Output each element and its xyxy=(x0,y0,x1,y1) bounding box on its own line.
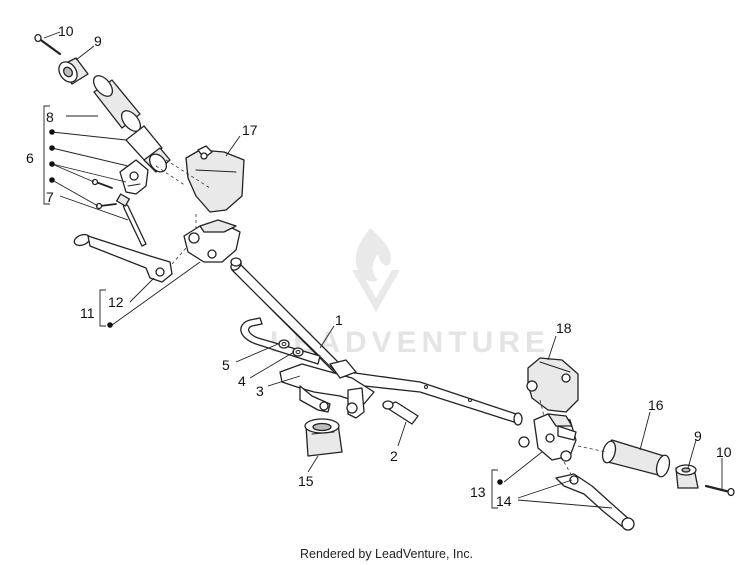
washers xyxy=(278,339,304,357)
left-brake-lever xyxy=(73,233,173,283)
callout-12: 12 xyxy=(108,294,124,310)
throttle-cable xyxy=(116,193,147,247)
left-end-screw xyxy=(34,33,62,56)
callout-5: 5 xyxy=(222,357,230,373)
callout-4: 4 xyxy=(238,373,246,389)
assembly-line-right-2 xyxy=(563,461,573,477)
callout-9-top: 9 xyxy=(94,33,102,49)
assembly-line-left-1 xyxy=(165,159,211,189)
mounting-bolt xyxy=(382,400,419,425)
bullet-markers xyxy=(49,129,503,485)
footer-credit: Rendered by LeadVenture, Inc. xyxy=(300,547,473,561)
callout-16: 16 xyxy=(648,397,664,413)
right-brake-lever xyxy=(555,473,635,531)
right-bar-end-weight xyxy=(675,464,699,489)
assembly-line-right-3 xyxy=(577,445,607,453)
left-screws xyxy=(91,178,117,210)
callout-8: 8 xyxy=(46,109,54,125)
right-end-screw xyxy=(704,484,735,497)
right-grip xyxy=(601,439,671,478)
assembly-line-left-2 xyxy=(155,165,187,187)
callout-labels: 10 9 8 6 7 17 11 12 1 5 4 3 18 2 15 16 9… xyxy=(26,23,732,509)
throttle-tube xyxy=(125,125,171,173)
throttle-housing xyxy=(119,159,149,195)
assembly-line-left-3 xyxy=(171,247,187,265)
callout-7: 7 xyxy=(46,189,54,205)
callout-17: 17 xyxy=(242,122,258,138)
watermark-flame-logo xyxy=(352,228,400,312)
handlebar-tube xyxy=(230,259,523,426)
assembly-line-right-1 xyxy=(539,399,545,417)
rubber-bushing xyxy=(304,418,343,457)
callout-10-right: 10 xyxy=(716,444,732,460)
left-bar-end-weight xyxy=(58,57,89,85)
callout-3: 3 xyxy=(256,383,264,399)
callout-2: 2 xyxy=(390,448,398,464)
callout-10-top: 10 xyxy=(58,23,74,39)
left-grip xyxy=(92,75,142,132)
leader-lines xyxy=(43,31,723,509)
callout-18: 18 xyxy=(556,320,572,336)
callout-15: 15 xyxy=(298,473,314,489)
left-master-cylinder xyxy=(183,219,242,267)
right-master-cylinder xyxy=(518,413,577,462)
handlebar-bracket xyxy=(279,359,375,419)
callout-1: 1 xyxy=(335,312,343,328)
callout-13: 13 xyxy=(470,484,486,500)
callout-14: 14 xyxy=(496,493,512,509)
right-switch-housing xyxy=(526,357,579,413)
left-switch-housing xyxy=(185,145,245,213)
callout-9-right: 9 xyxy=(694,428,702,444)
callout-11: 11 xyxy=(80,305,95,321)
callout-6: 6 xyxy=(26,150,34,166)
